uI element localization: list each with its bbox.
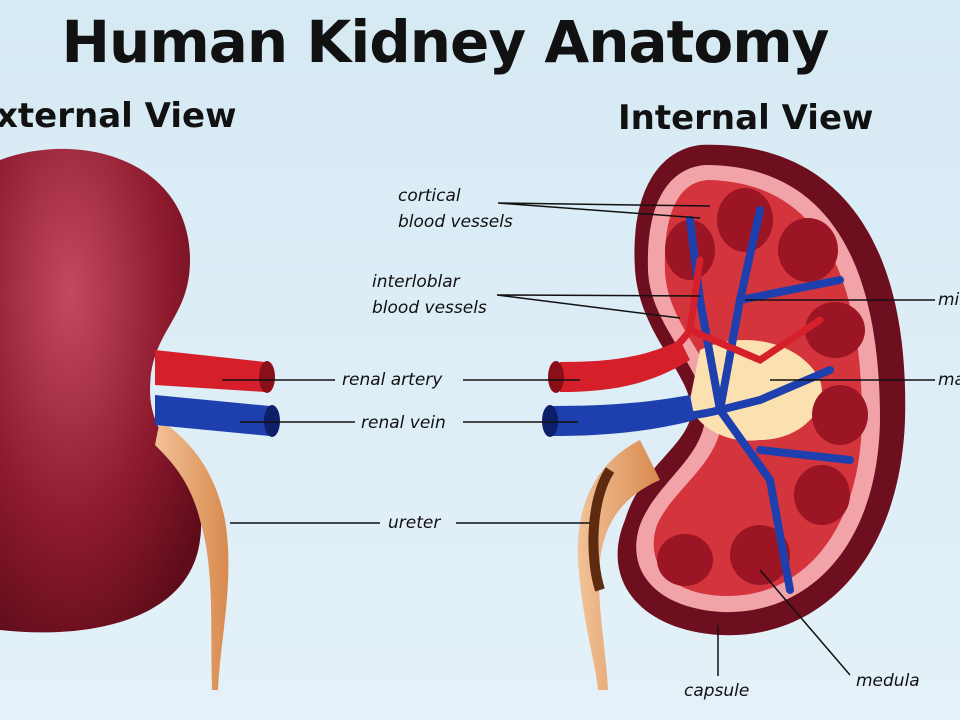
- label-cortical-2: blood vessels: [398, 212, 513, 232]
- leader-lines: [222, 202, 935, 676]
- label-interlobular-2: blood vessels: [372, 298, 487, 318]
- label-ureter: ureter: [388, 513, 441, 533]
- internal-view-heading: Internal View: [618, 98, 874, 138]
- internal-kidney: [542, 144, 906, 690]
- label-cortical: cortical: [398, 186, 461, 206]
- label-minor-calyx: mi: [938, 290, 960, 310]
- label-renal-vein: renal vein: [361, 413, 446, 433]
- external-kidney: [0, 148, 280, 690]
- label-renal-artery: renal artery: [342, 370, 443, 390]
- label-capsule: capsule: [684, 681, 750, 701]
- label-interlobular: interloblar: [372, 272, 460, 292]
- external-view-heading: xternal View: [0, 96, 237, 136]
- page-title: Human Kidney Anatomy: [61, 8, 830, 76]
- label-major-calyx: ma: [938, 370, 960, 390]
- label-medula: medula: [856, 671, 920, 691]
